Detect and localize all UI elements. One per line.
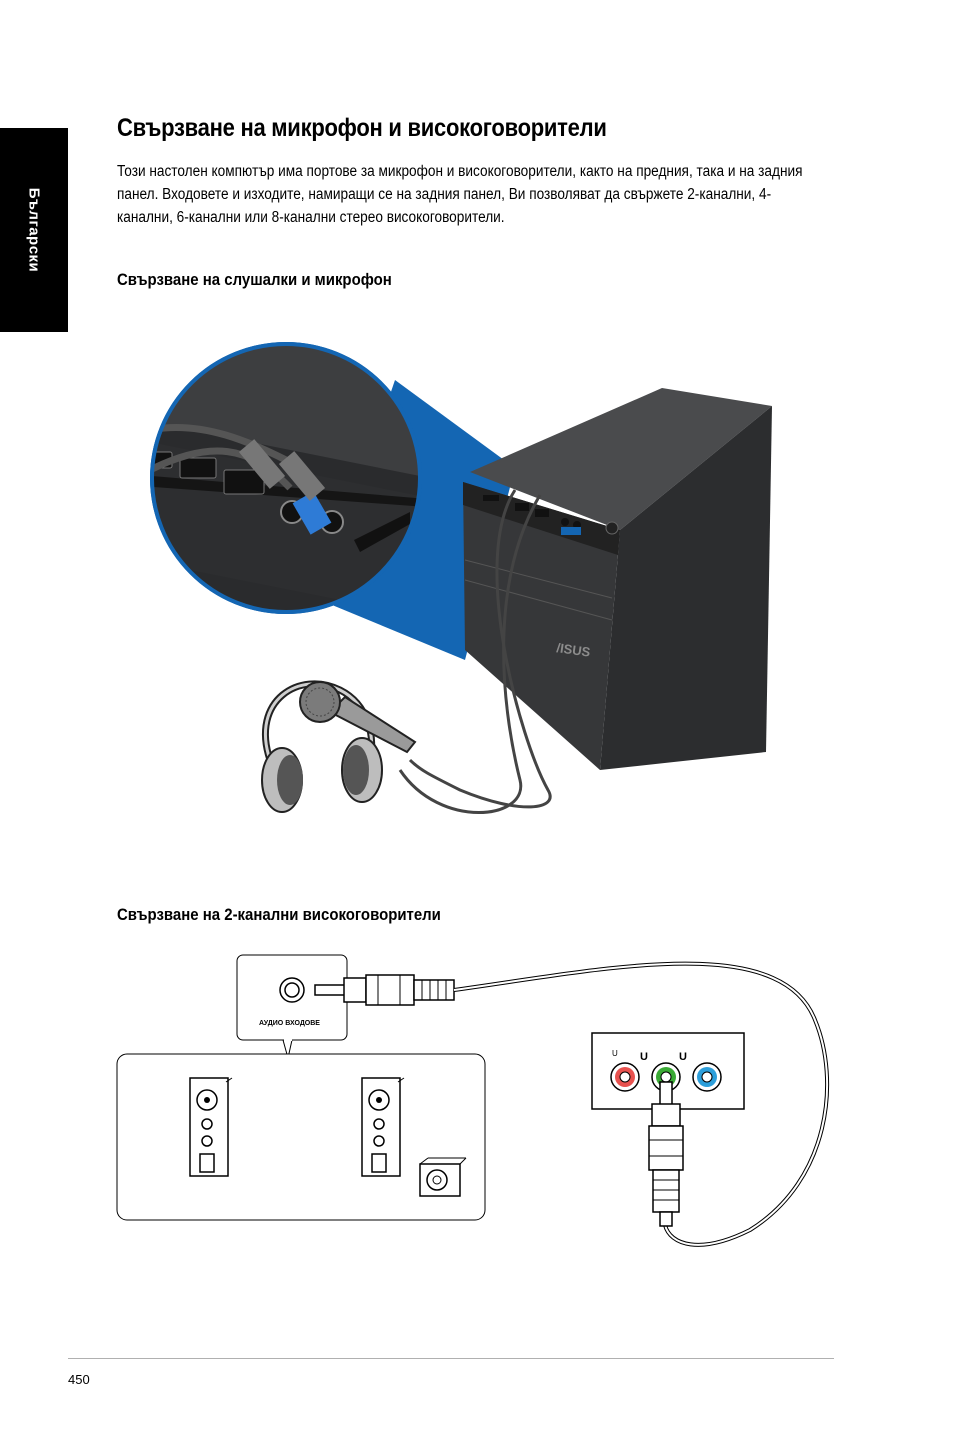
rear-plug-icon xyxy=(648,1081,684,1227)
intro-paragraph: Този настолен компютър има портове за ми… xyxy=(117,163,803,226)
speaker-plug-icon xyxy=(314,974,455,1006)
section-heading-headphones-mic: Свързване на слушалки и микрофон xyxy=(117,270,392,289)
front-panel-zoom xyxy=(150,342,422,614)
page-title: Свързване на микрофон и високоговорители xyxy=(117,114,607,142)
language-side-tab: Български xyxy=(0,128,68,332)
speaker-input-label: АУДИО ВХОДОВЕ xyxy=(259,1020,320,1027)
headphones-mic-figure: /ISUS xyxy=(150,342,772,814)
subwoofer-icon xyxy=(419,1157,467,1197)
speakers-figure: АУДИО ВХОДОВЕ xyxy=(116,954,830,1247)
footer-divider xyxy=(68,1358,834,1359)
section-heading-2ch-speakers: Свързване на 2-канални високоговорители xyxy=(117,905,441,924)
headphones-icon xyxy=(261,680,383,813)
left-speaker-icon xyxy=(189,1077,233,1177)
asus-logo: /ISUS xyxy=(556,640,592,660)
microphone-icon xyxy=(299,681,417,754)
pc-tower: /ISUS xyxy=(463,388,772,770)
svg-text:U: U xyxy=(640,1051,648,1063)
right-speaker-icon xyxy=(361,1077,405,1177)
page-number: 450 xyxy=(68,1372,90,1387)
svg-text:U: U xyxy=(679,1051,687,1063)
svg-text:U: U xyxy=(612,1049,618,1058)
